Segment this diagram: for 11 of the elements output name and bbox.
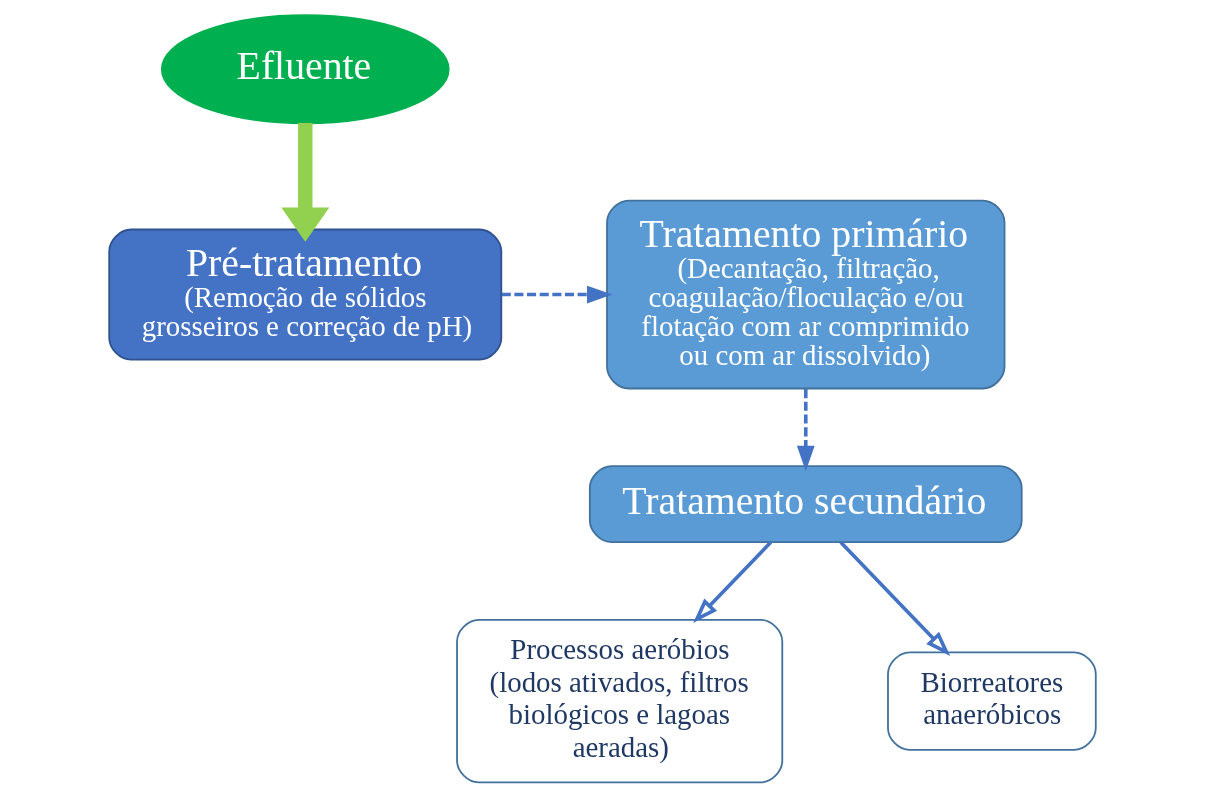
node-box: Biorreatores anaeróbicos bbox=[887, 651, 1097, 751]
node-box: Processos aeróbios (lodos ativados, filtros biológicos e lagoas aeradas) bbox=[456, 618, 784, 784]
arrow bbox=[796, 389, 815, 472]
arrow bbox=[281, 123, 330, 242]
arrow bbox=[501, 285, 613, 304]
node-box: Tratamento primário (Decantação, filtração, coagulação/floculação e/ou flotação com ar comprimido ou com ar dissolvido) bbox=[606, 199, 1006, 390]
arrow bbox=[839, 541, 951, 657]
node-ellipse: Efluente bbox=[160, 14, 450, 125]
node-box: Tratamento secundário bbox=[588, 465, 1023, 543]
node-box: Pré-tratamento (Remoção de sólidos grosseiros e correção de pH) bbox=[108, 228, 503, 361]
arrow bbox=[693, 541, 773, 623]
